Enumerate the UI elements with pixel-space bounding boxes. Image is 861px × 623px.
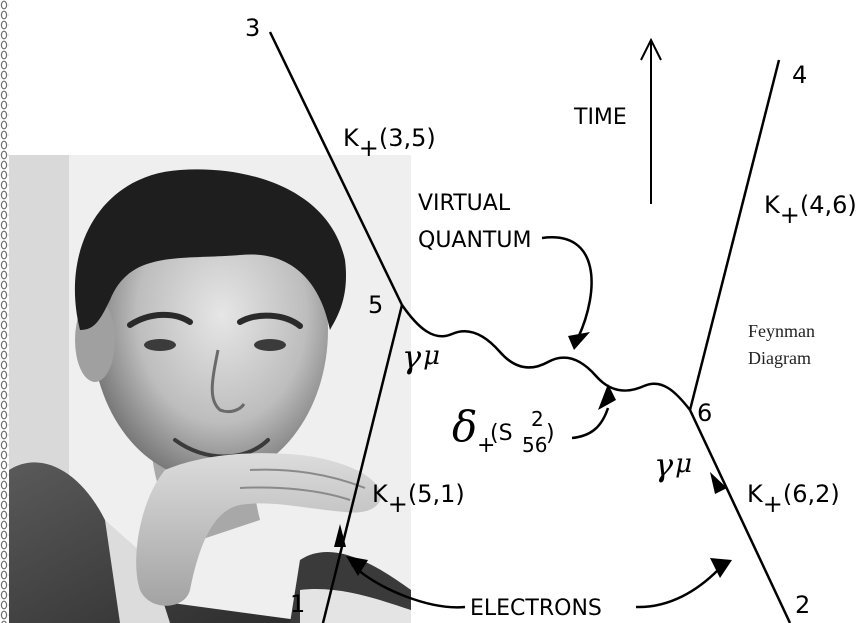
finger-line-2 bbox=[239, 486, 351, 501]
delta-close: ) bbox=[546, 421, 555, 446]
delta-arrowhead-icon bbox=[598, 384, 616, 410]
k51-args: (5,1) bbox=[408, 480, 465, 508]
hand bbox=[136, 453, 381, 606]
electrons-label: ELECTRONS bbox=[470, 596, 602, 621]
k51-sub: + bbox=[388, 490, 408, 518]
gamma-right-index: μ bbox=[675, 449, 692, 479]
electrons-right-arrowhead-icon bbox=[710, 558, 732, 578]
eye-right bbox=[254, 339, 286, 351]
label-2: 2 bbox=[795, 591, 810, 619]
k62-base: K bbox=[747, 480, 764, 508]
label-5: 5 bbox=[368, 291, 383, 319]
propagator-k62: K+(6,2) bbox=[747, 480, 840, 518]
world-line-6-2 bbox=[688, 409, 792, 623]
time-label: TIME bbox=[573, 105, 627, 130]
gamma-left-symbol: γ bbox=[402, 338, 422, 376]
gamma-mu-left: γμ bbox=[402, 338, 440, 376]
delta-label: δ + (S 2 56 ) bbox=[452, 402, 555, 458]
time-arrow-icon bbox=[640, 37, 662, 204]
caption-line1: Feynman bbox=[748, 321, 815, 341]
virtual-quantum-line2: QUANTUM bbox=[418, 228, 531, 253]
k62-args: (6,2) bbox=[783, 480, 840, 508]
suit bbox=[9, 462, 320, 623]
decorative-frame-border bbox=[0, 0, 9, 623]
propagator-k46: K+(4,6) bbox=[764, 191, 857, 229]
electrons-pointer-left bbox=[351, 564, 466, 609]
world-lines bbox=[268, 31, 792, 623]
k46-sub: + bbox=[780, 201, 800, 229]
nose bbox=[210, 349, 246, 414]
world-line-4-6 bbox=[688, 59, 781, 411]
hair bbox=[74, 169, 347, 330]
virtual-quantum-arrowhead-icon bbox=[568, 332, 590, 350]
propagator-k35: K+(3,5) bbox=[343, 124, 436, 162]
delta-power: 2 bbox=[531, 407, 544, 431]
k46-base: K bbox=[764, 191, 781, 219]
virtual-quantum-photon-line bbox=[400, 304, 691, 411]
eye-left bbox=[144, 339, 176, 351]
shirt-cuff bbox=[300, 589, 411, 623]
pointer-arrows bbox=[351, 236, 719, 609]
gamma-mu-right: γμ bbox=[654, 446, 692, 484]
electron-arrow-right-icon bbox=[710, 472, 727, 494]
delta-sub: + bbox=[477, 433, 495, 458]
eyebrow-left bbox=[127, 311, 193, 328]
label-6: 6 bbox=[697, 399, 712, 427]
label-1: 1 bbox=[290, 590, 305, 618]
virtual-quantum-line1: VIRTUAL bbox=[418, 191, 511, 216]
delta-index: 56 bbox=[522, 433, 547, 457]
caption-line2: Diagram bbox=[748, 348, 811, 368]
finger-line-1 bbox=[249, 468, 366, 489]
k35-sub: + bbox=[359, 134, 379, 162]
world-line-3-5 bbox=[268, 31, 404, 306]
propagator-k51: K+(5,1) bbox=[372, 480, 465, 518]
k51-base: K bbox=[372, 480, 389, 508]
pointer-arrowheads bbox=[346, 332, 732, 578]
delta-pointer bbox=[571, 407, 610, 440]
eyebrow-right bbox=[237, 312, 303, 329]
gamma-left-index: μ bbox=[423, 341, 440, 371]
electron-arrow-left-icon bbox=[334, 524, 346, 547]
k62-sub: + bbox=[763, 490, 783, 518]
portrait-photo bbox=[9, 155, 411, 623]
k46-args: (4,6) bbox=[800, 191, 857, 219]
label-3: 3 bbox=[245, 14, 260, 42]
world-line-5-1 bbox=[321, 304, 404, 623]
k35-base: K bbox=[343, 124, 360, 152]
gamma-right-symbol: γ bbox=[654, 446, 674, 484]
label-4: 4 bbox=[792, 61, 807, 89]
electrons-left-arrowhead-icon bbox=[346, 556, 368, 576]
delta-symbol: δ bbox=[452, 402, 477, 451]
virtual-quantum-pointer bbox=[541, 236, 593, 339]
delta-open: (S bbox=[490, 421, 513, 446]
k35-args: (3,5) bbox=[379, 124, 436, 152]
electrons-pointer-right bbox=[635, 569, 719, 609]
